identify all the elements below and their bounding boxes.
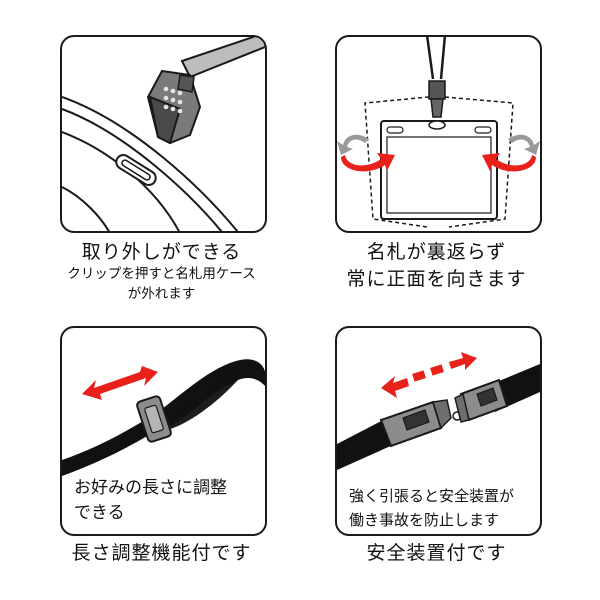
strap-adjuster-icon (136, 395, 172, 443)
strap-return (158, 368, 238, 432)
rotation-title-line1: 名札が裏返らず (366, 241, 507, 263)
case-edge-outer (62, 96, 239, 231)
panel-safety: 強く引張ると安全装置が 働き事故を防止します (335, 326, 542, 536)
strap-left (337, 418, 395, 470)
safety-illustration (337, 352, 540, 470)
safety-buckle-icon (379, 378, 509, 448)
panel-length: お好みの長さに調整 できる (60, 326, 267, 536)
rotated-outline-right (444, 96, 514, 228)
double-arrow-icon (381, 352, 477, 398)
case-rim (62, 186, 110, 231)
case-edge-body (62, 131, 180, 231)
clip-illustration (62, 37, 265, 231)
lanyard-cord (426, 37, 447, 80)
panel-detachable (60, 35, 267, 233)
clip-small (428, 80, 446, 100)
detach-detail-line2: が外れます (127, 286, 196, 302)
strap-lower (62, 412, 164, 476)
detach-detail-line1: クリップを押すと名札用ケース (67, 266, 256, 282)
rotated-outline-left (364, 96, 430, 228)
rotation-illustration (337, 37, 540, 228)
panel-rotation (335, 35, 542, 233)
rotation-arrow-icon (337, 134, 540, 172)
length-caption: 長さ調整機能付です (71, 542, 252, 564)
detach-title: 取り外しができる (81, 241, 242, 263)
rotation-title-line2: 常に正面を向きます (346, 268, 527, 290)
case-edge-inner (62, 108, 223, 231)
double-arrow-icon (82, 366, 158, 400)
safety-inset-text: 強く引張ると安全装置が 働き事故を防止します (349, 487, 515, 529)
clip-icon (146, 69, 202, 145)
card-case (380, 120, 498, 220)
lanyard-strap (180, 37, 265, 79)
safety-caption: 安全装置付です (366, 542, 507, 564)
length-illustration (62, 359, 265, 476)
length-inset-text: お好みの長さに調整 できる (74, 478, 227, 523)
